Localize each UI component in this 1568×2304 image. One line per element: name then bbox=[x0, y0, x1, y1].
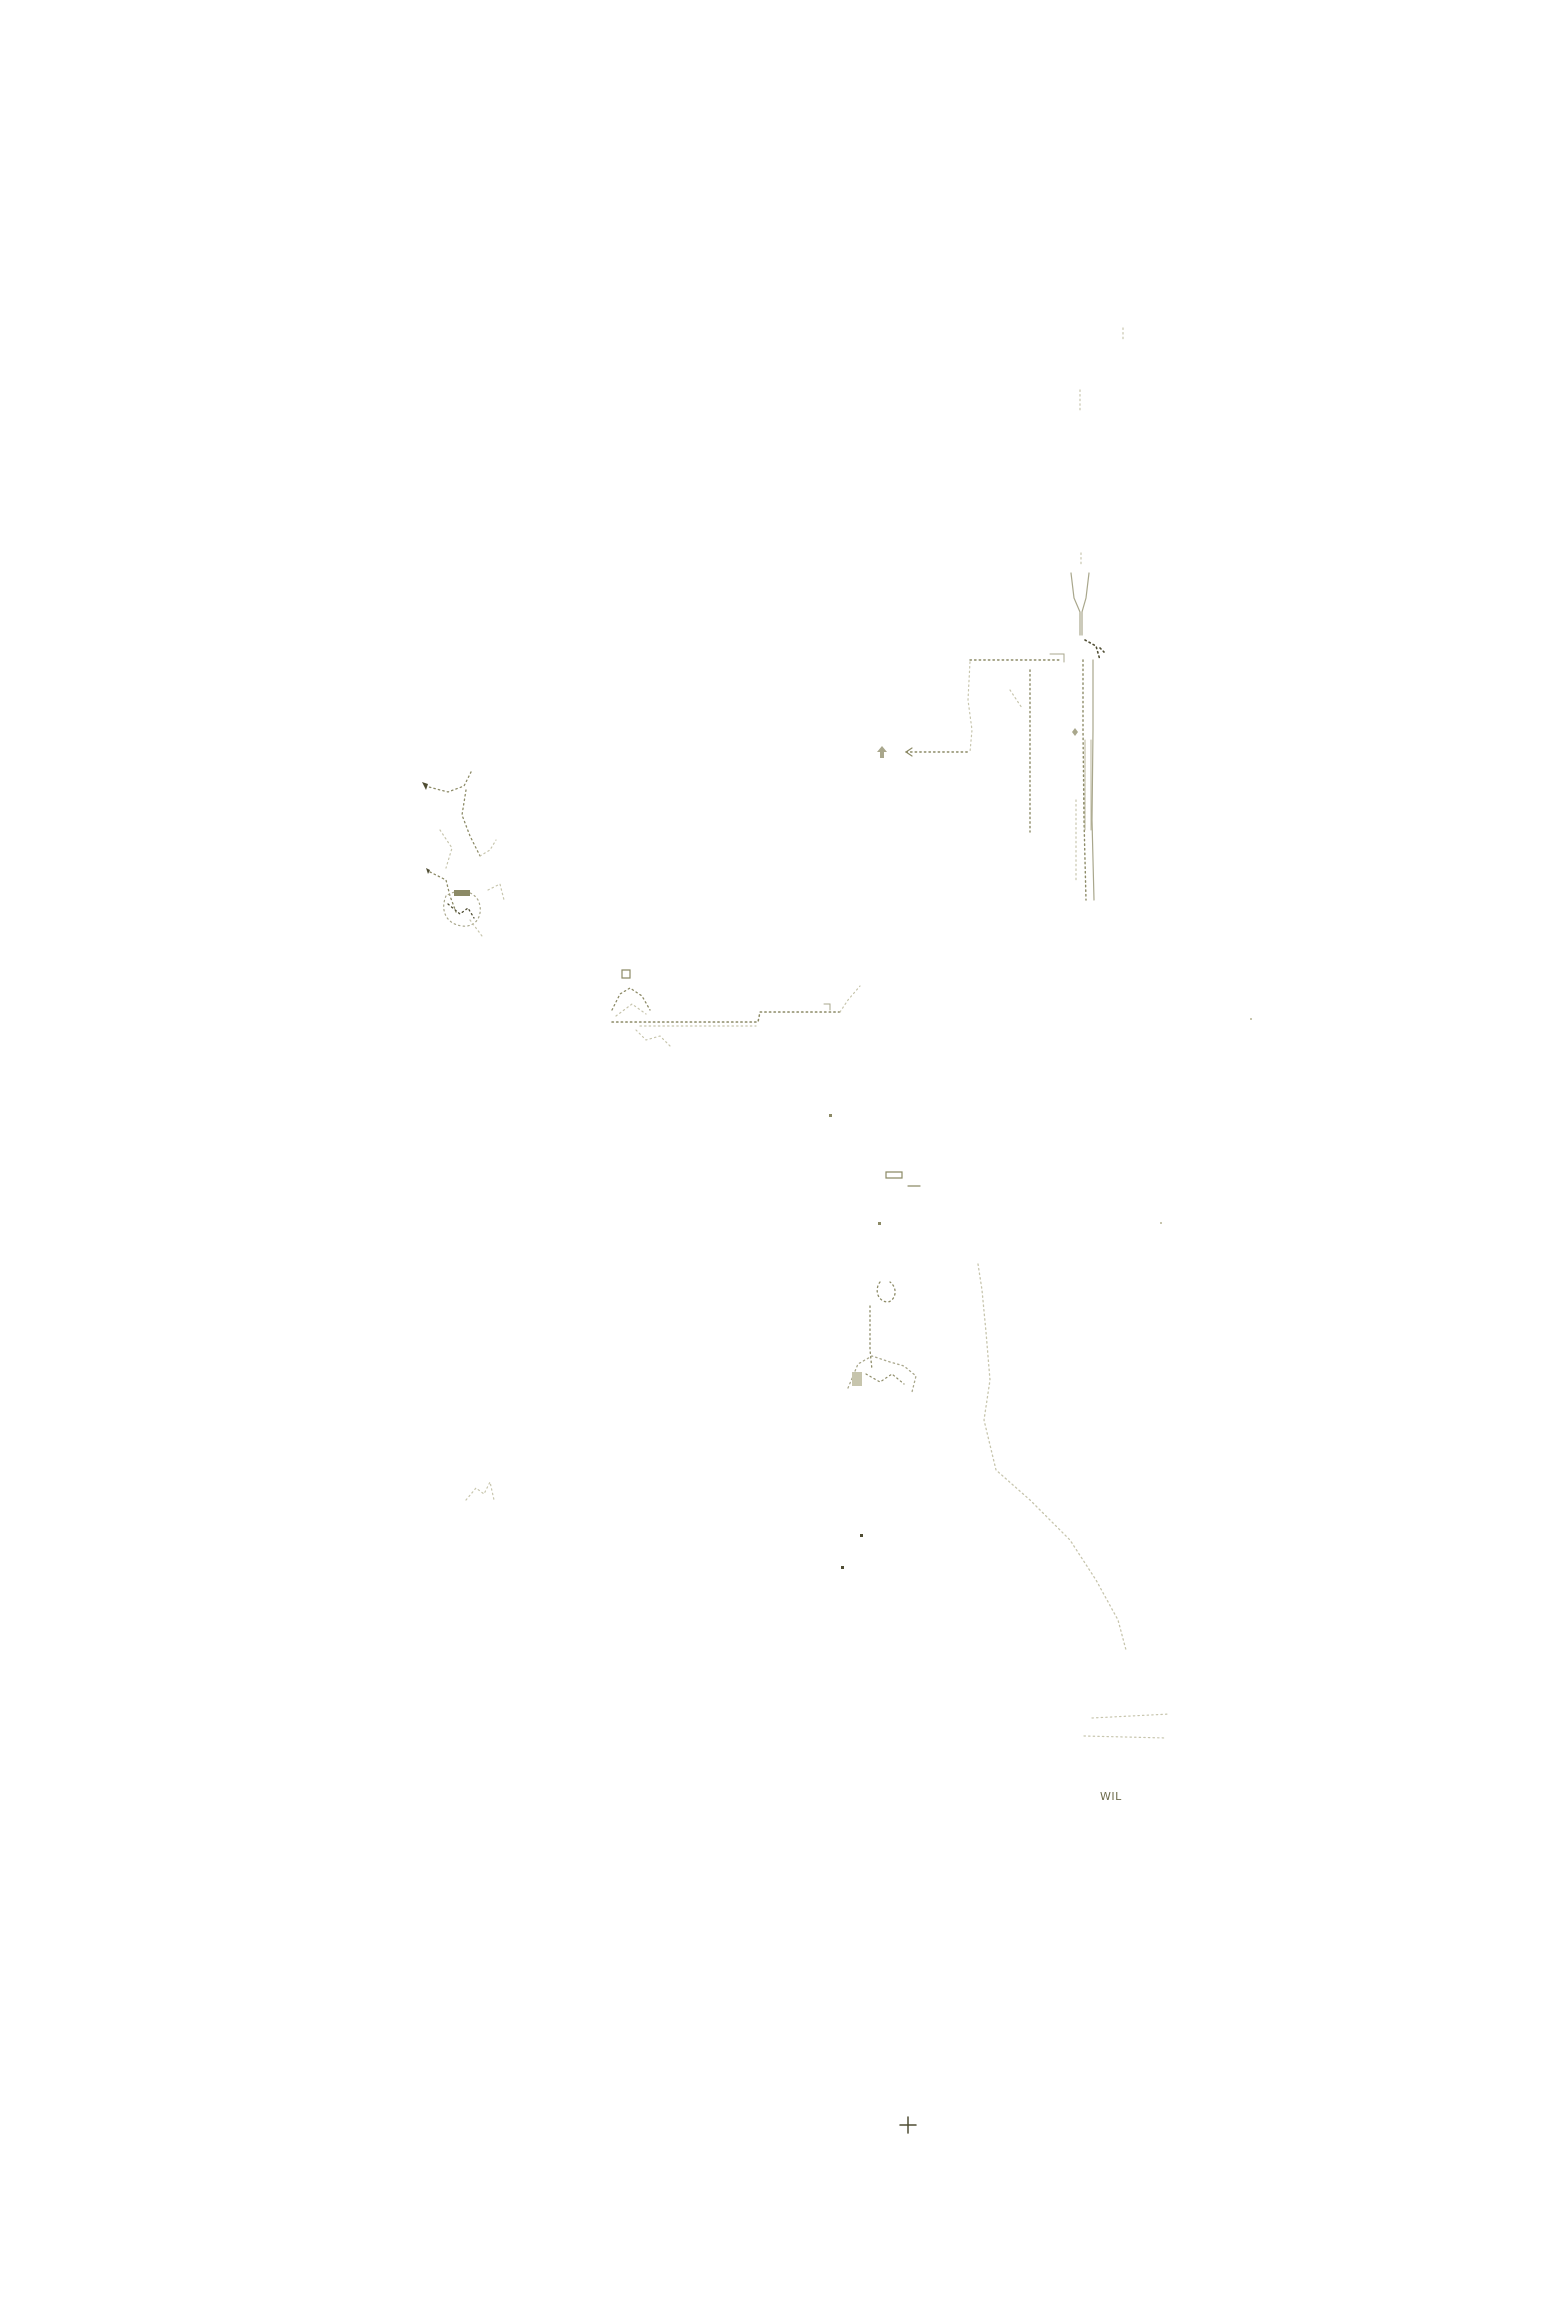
upper-right-road-network bbox=[904, 653, 1065, 833]
trail-end-row-2 bbox=[1083, 1735, 1167, 1739]
point-1 bbox=[829, 1114, 832, 1117]
middle-road-network bbox=[611, 969, 861, 1047]
river-left-bank bbox=[1082, 659, 1087, 901]
road-end-spur bbox=[839, 985, 861, 1013]
crosshair-marker bbox=[899, 2116, 917, 2134]
point-6 bbox=[841, 1566, 844, 1569]
cluster-inner bbox=[865, 1373, 905, 1385]
drainage-7 bbox=[469, 919, 483, 937]
central-feature-cluster bbox=[829, 1114, 921, 1393]
point-3 bbox=[1250, 1018, 1252, 1020]
arrow-marker bbox=[877, 728, 1078, 758]
road-box bbox=[1049, 653, 1065, 663]
lower-right-dotted-trail bbox=[977, 1018, 1252, 1739]
lower-left-marks bbox=[465, 1480, 863, 1569]
under-road-detail bbox=[635, 1029, 671, 1047]
left-drainage-cluster bbox=[422, 769, 505, 937]
channel-top-right bbox=[1081, 572, 1090, 636]
hill-outline-2 bbox=[615, 1003, 647, 1017]
channel-top-left bbox=[1070, 572, 1081, 636]
drainage-5 bbox=[429, 871, 457, 913]
drainage-point-2 bbox=[426, 868, 430, 874]
vertical-spur bbox=[869, 1305, 873, 1371]
drainage-1 bbox=[424, 769, 473, 793]
square-marker bbox=[621, 969, 631, 979]
drainage-6 bbox=[487, 883, 505, 901]
cluster-block bbox=[852, 1372, 862, 1386]
hill-outline bbox=[611, 987, 651, 1011]
small-building bbox=[885, 1171, 903, 1179]
place-label-wil: WIL bbox=[1100, 1790, 1122, 1803]
road-end-marker bbox=[823, 1003, 831, 1011]
small-diamond-marker bbox=[1072, 728, 1078, 736]
diagonal-spur bbox=[1009, 689, 1023, 709]
drainage-point-1 bbox=[422, 782, 428, 790]
drainage-label-block bbox=[454, 890, 470, 896]
drainage-detail bbox=[447, 903, 475, 919]
upper-right-vertical-feature bbox=[1070, 327, 1124, 901]
drainage-loop bbox=[443, 890, 481, 927]
arrow-marker-shape bbox=[877, 746, 887, 758]
trail-end-row-1 bbox=[1091, 1713, 1171, 1719]
river-right-bank bbox=[1091, 659, 1095, 901]
lower-left-squiggle bbox=[465, 1480, 495, 1501]
cluster-outline bbox=[847, 1355, 917, 1393]
drainage-3 bbox=[439, 829, 453, 869]
left-branch bbox=[967, 661, 973, 753]
curving-trail bbox=[977, 1263, 1127, 1651]
arrow-head bbox=[904, 747, 913, 757]
point-4 bbox=[1160, 1222, 1162, 1224]
point-5 bbox=[860, 1534, 863, 1537]
point-2 bbox=[878, 1222, 881, 1225]
drainage-2 bbox=[461, 789, 481, 857]
drainage-4 bbox=[479, 839, 497, 857]
loop-top bbox=[876, 1281, 896, 1303]
junction-cluster bbox=[1084, 639, 1105, 661]
